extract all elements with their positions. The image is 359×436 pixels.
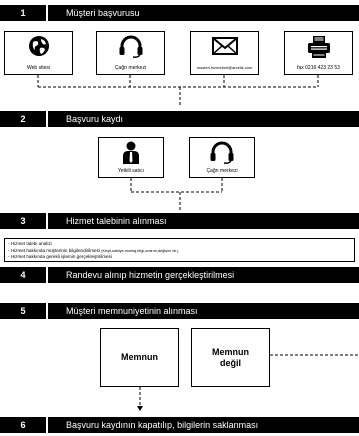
step-6-number: 6 bbox=[0, 417, 48, 433]
satisfied-label: Memnun bbox=[121, 352, 158, 362]
step-5-bar: 5 Müşteri memnuniyetinin alınması bbox=[0, 303, 359, 319]
registration-label: Çağrı merkezi bbox=[206, 168, 238, 174]
satisfied-box: Memnun bbox=[100, 328, 179, 387]
channel-call-center: Çağrı merkezi bbox=[96, 31, 165, 75]
fax-icon bbox=[307, 36, 330, 58]
channel-email: musteri.hizmetleri@arcelik.com bbox=[190, 31, 259, 75]
service-item: - Hizmet talebi analizi bbox=[8, 241, 52, 246]
step-4-title: Randevu alınıp hizmetin gerçekleştirilme… bbox=[66, 270, 235, 280]
step-3-title: Hizmet talebinin alınması bbox=[66, 216, 167, 226]
connector-not-satisfied-loop bbox=[270, 354, 359, 356]
service-item-note: (Keşif,nakliye,montaj,bilgi,onarım,değiş… bbox=[101, 248, 179, 253]
channel-web-site: Web sitesi bbox=[4, 31, 73, 75]
service-item: - Hizmet hakkında gerekli işlemin gerçek… bbox=[8, 254, 112, 260]
registration-call-center: Çağrı merkezi bbox=[189, 137, 255, 178]
channel-label: Web sitesi bbox=[27, 65, 50, 71]
person-icon bbox=[123, 141, 139, 164]
headset-icon bbox=[119, 35, 142, 58]
step-2-bar: 2 Başvuru kaydı bbox=[0, 111, 359, 127]
step-3-number: 3 bbox=[0, 213, 48, 229]
channel-fax: fax 0216 423 23 53 bbox=[284, 31, 353, 75]
headset-icon bbox=[210, 141, 234, 164]
step-1-bar: 1 Müşteri başvurusu bbox=[0, 5, 359, 21]
globe-icon bbox=[28, 36, 49, 56]
not-satisfied-label-line1: Memnun bbox=[212, 346, 249, 357]
connector-registration-to-service bbox=[130, 178, 223, 212]
service-details-box: - Hizmet talebi analizi - Hizmet hakkınd… bbox=[4, 238, 355, 262]
step-4-bar: 4 Randevu alınıp hizmetin gerçekleştiril… bbox=[0, 267, 359, 283]
not-satisfied-box: Memnun değil bbox=[191, 328, 270, 387]
service-item: - Hizmet hakkında müşterinin bilgilendir… bbox=[8, 247, 179, 253]
registration-label: Yetkili satıcı bbox=[117, 168, 145, 174]
step-1-title: Müşteri başvurusu bbox=[66, 8, 140, 18]
envelope-icon bbox=[211, 37, 238, 55]
step-2-number: 2 bbox=[0, 111, 48, 127]
step-6-title: Başvuru kaydının kapatılıp, bilgilerin s… bbox=[66, 420, 259, 430]
connector-channels-to-registration bbox=[37, 75, 319, 105]
step-5-title: Müşteri memnuniyetinin alınması bbox=[66, 306, 198, 316]
step-3-bar: 3 Hizmet talebinin alınması bbox=[0, 213, 359, 229]
step-4-number: 4 bbox=[0, 267, 48, 283]
channel-label: fax 0216 423 23 53 bbox=[297, 65, 340, 71]
channel-label: Çağrı merkezi bbox=[114, 65, 147, 71]
channel-label: musteri.hizmetleri@arcelik.com bbox=[196, 65, 253, 70]
step-2-title: Başvuru kaydı bbox=[66, 114, 124, 124]
step-6-bar: 6 Başvuru kaydının kapatılıp, bilgilerin… bbox=[0, 417, 359, 433]
step-1-number: 1 bbox=[0, 5, 48, 21]
registration-dealer: Yetkili satıcı bbox=[98, 137, 164, 178]
not-satisfied-label-line2: değil bbox=[219, 357, 241, 368]
step-5-number: 5 bbox=[0, 303, 48, 319]
arrow-to-step-6 bbox=[137, 387, 143, 411]
